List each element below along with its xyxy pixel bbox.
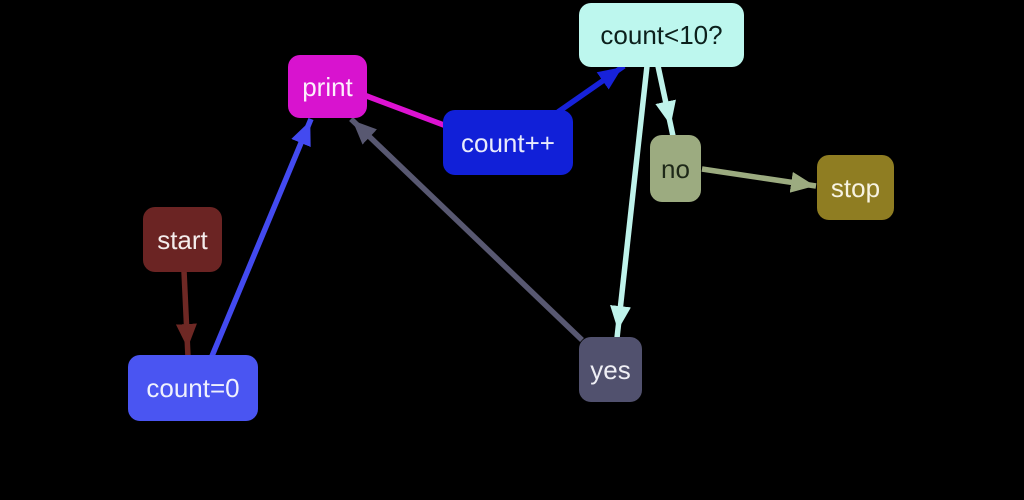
node-label: count=0: [146, 373, 240, 403]
node-count0[interactable]: count=0: [128, 355, 258, 421]
edge-cond-yes: [610, 65, 650, 339]
node-label: count<10?: [600, 20, 723, 50]
node-label: print: [302, 71, 353, 102]
edge-yes-print: [349, 117, 584, 342]
edge-start-count0: [175, 270, 197, 358]
node-start[interactable]: start: [143, 207, 222, 272]
node-label: yes: [590, 354, 631, 385]
node-print[interactable]: print: [288, 55, 367, 118]
node-cond[interactable]: count<10?: [579, 3, 744, 67]
node-no[interactable]: no: [650, 135, 701, 202]
edge-cond-no: [655, 65, 676, 137]
edge-countpp-cond: [556, 63, 626, 115]
node-label: stop: [830, 172, 881, 203]
node-countpp[interactable]: count++: [443, 110, 573, 175]
node-stop[interactable]: stop: [817, 155, 894, 220]
node-label: start: [157, 224, 208, 255]
node-label: no: [661, 153, 690, 184]
edge-no-stop: [701, 166, 817, 193]
node-yes[interactable]: yes: [579, 337, 642, 402]
node-label: count++: [461, 127, 555, 158]
edge-print-countpp: [363, 92, 450, 130]
edge-count0-print: [209, 117, 314, 358]
